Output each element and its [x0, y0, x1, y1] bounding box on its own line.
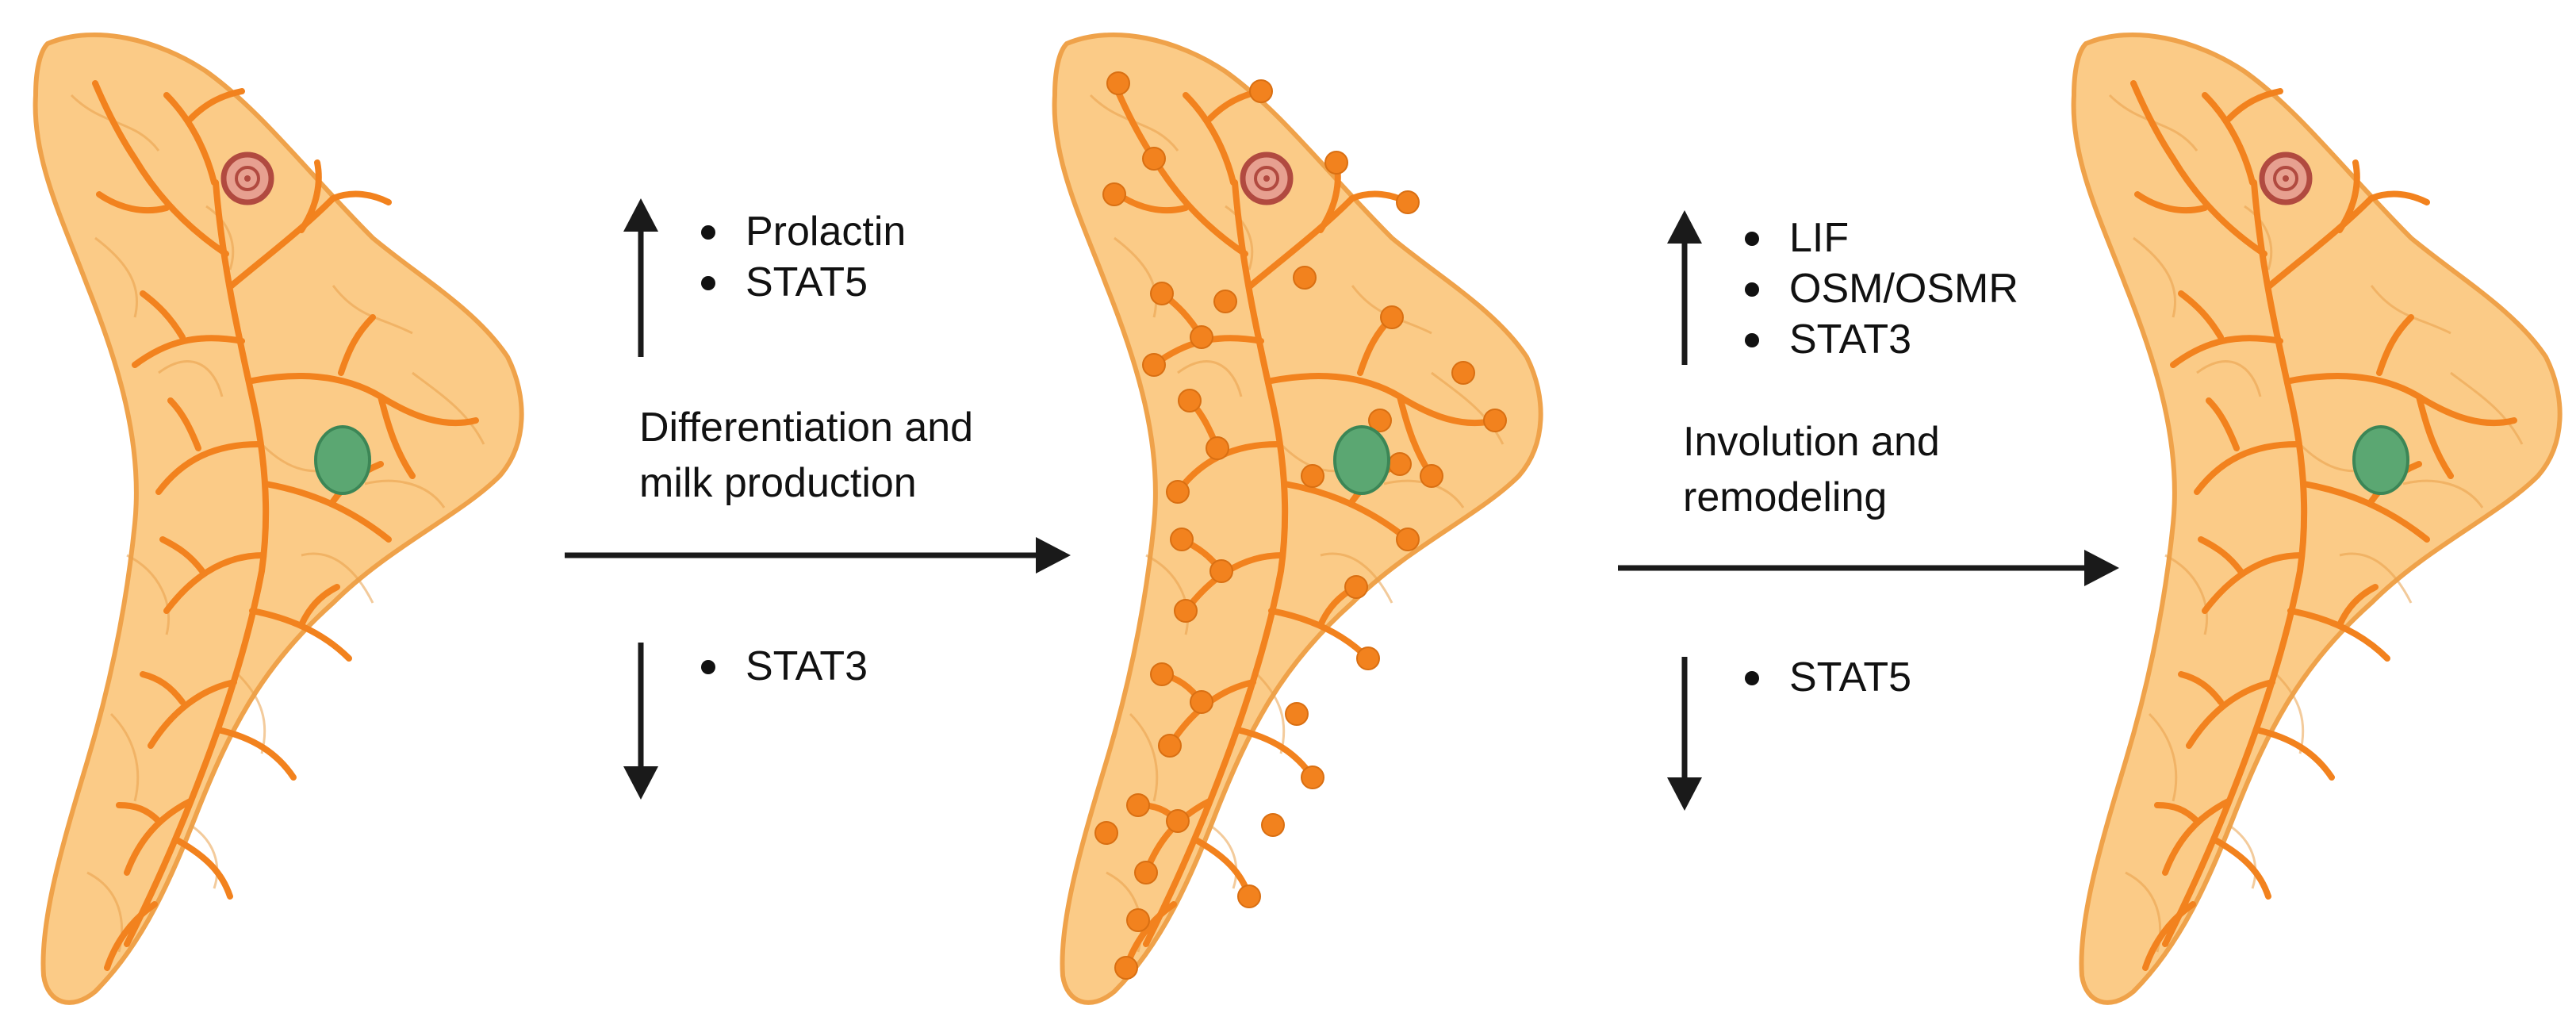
gland-tissue — [1055, 35, 1541, 1003]
transition-label-1: Differentiation and milk production — [639, 403, 973, 508]
gland-tissue — [36, 35, 522, 1003]
list-item: STAT3 — [1742, 314, 2018, 365]
transition-label-line: milk production — [639, 460, 917, 506]
arrow-down-icon — [623, 643, 658, 800]
gland-lactating — [1055, 35, 1541, 1003]
nipple-icon — [2259, 152, 2313, 205]
alveolus — [1166, 809, 1190, 833]
arrow-right-icon — [1618, 550, 2119, 586]
lymph-node-icon — [1333, 425, 1390, 495]
alveolus — [1134, 861, 1158, 884]
lymph-node-icon — [314, 425, 371, 495]
alveolus — [1249, 79, 1273, 103]
alveoli — [1094, 71, 1507, 980]
alveolus — [1094, 821, 1118, 845]
alveolus — [1206, 436, 1229, 460]
list-item: LIF — [1742, 213, 2018, 263]
alveolus — [1380, 305, 1404, 329]
list-item: Prolactin — [698, 206, 906, 257]
arrow-right-icon — [565, 537, 1071, 574]
alveolus — [1451, 361, 1475, 385]
lobule-texture — [70, 94, 485, 953]
arrow-down-icon — [1667, 657, 1702, 811]
upregulated-list-2: LIF OSM/OSMR STAT3 — [1742, 213, 2018, 365]
alveolus — [1293, 266, 1317, 290]
transition-label-line: remodeling — [1683, 474, 1888, 520]
gland-involuted — [2074, 35, 2560, 1003]
alveolus — [1213, 290, 1237, 313]
alveolus — [1209, 559, 1233, 583]
transition-label-line: Involution and — [1683, 419, 1940, 465]
alveolus — [1158, 734, 1182, 758]
alveolus — [1106, 71, 1130, 95]
upregulated-list-1: Prolactin STAT5 — [698, 206, 906, 308]
gland-tissue — [2074, 35, 2560, 1003]
alveolus — [1178, 389, 1202, 412]
transition-label-2: Involution and remodeling — [1683, 417, 1940, 522]
list-item: OSM/OSMR — [1742, 263, 2018, 314]
nipple-icon — [1240, 152, 1294, 205]
alveolus — [1301, 765, 1324, 789]
alveolus — [1102, 182, 1126, 206]
alveolus — [1388, 452, 1412, 476]
alveolus — [1324, 151, 1348, 175]
alveolus — [1142, 147, 1166, 171]
alveolus — [1126, 793, 1150, 817]
alveolus — [1170, 528, 1194, 551]
alveolus — [1356, 647, 1380, 670]
list-item: STAT3 — [698, 641, 868, 692]
alveolus — [1237, 884, 1261, 908]
gland-group — [36, 35, 2560, 1003]
alveolus — [1190, 325, 1213, 349]
arrow-up-icon — [623, 198, 658, 357]
alveolus — [1301, 464, 1324, 488]
alveolus — [1396, 190, 1420, 214]
transition-label-line: Differentiation and — [639, 405, 974, 451]
list-item: STAT5 — [1742, 652, 1911, 703]
downregulated-list-2: STAT5 — [1742, 652, 1911, 703]
alveolus — [1114, 956, 1138, 980]
alveolus — [1150, 282, 1174, 305]
list-item: STAT5 — [698, 257, 906, 308]
lobule-texture — [2108, 94, 2524, 953]
downregulated-list-1: STAT3 — [698, 641, 868, 692]
alveolus — [1285, 702, 1309, 726]
alveolus — [1150, 662, 1174, 686]
alveolus — [1483, 409, 1507, 432]
alveolus — [1420, 464, 1443, 488]
gland-resting — [36, 35, 522, 1003]
alveolus — [1174, 599, 1198, 623]
alveolus — [1166, 480, 1190, 504]
arrow-up-icon — [1667, 210, 1702, 365]
alveolus — [1368, 409, 1392, 432]
alveolus — [1126, 908, 1150, 932]
alveolus — [1142, 353, 1166, 377]
alveolus — [1190, 690, 1213, 714]
alveolus — [1396, 528, 1420, 551]
alveolus — [1261, 813, 1285, 837]
nipple-icon — [220, 152, 274, 205]
lymph-node-icon — [2352, 425, 2409, 495]
alveolus — [1344, 575, 1368, 599]
